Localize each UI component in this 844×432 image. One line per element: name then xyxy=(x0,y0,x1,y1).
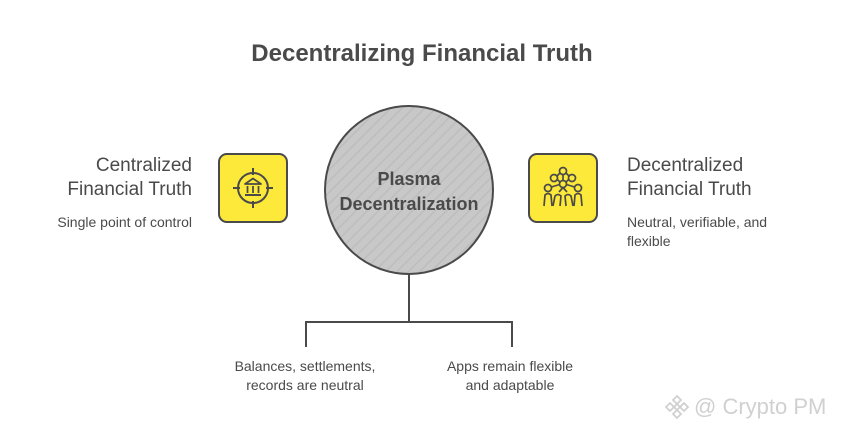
center-label-line2: Decentralization xyxy=(339,194,479,214)
branch-label-neutral-records: Balances, settlements, records are neutr… xyxy=(215,357,395,395)
branch-left-line1: Balances, settlements, xyxy=(234,358,376,374)
branch-right-line1: Apps remain flexible xyxy=(446,358,574,374)
center-label-line1: Plasma xyxy=(377,169,441,189)
binance-logo-icon xyxy=(664,394,690,420)
centralized-icon-box xyxy=(218,153,288,223)
branch-label-flexible-apps: Apps remain flexible and adaptable xyxy=(420,357,600,395)
branch-left-line2: records are neutral xyxy=(246,377,364,393)
decentralized-icon-box xyxy=(528,153,598,223)
decentralized-title-line1: Decentralized xyxy=(627,155,744,176)
center-label: Plasma Decentralization xyxy=(320,167,498,217)
decentralized-description-line2: flexible xyxy=(627,233,671,249)
branch-right-line2: and adaptable xyxy=(465,377,555,393)
bank-target-icon xyxy=(233,168,273,208)
centralized-title: Centralized Financial Truth xyxy=(20,154,192,202)
network-people-icon xyxy=(543,166,583,207)
decentralized-description-line1: Neutral, verifiable, and xyxy=(627,214,768,230)
centralized-title-line2: Financial Truth xyxy=(67,179,192,200)
decentralized-title-line2: Financial Truth xyxy=(627,179,752,200)
centralized-description: Single point of control xyxy=(57,214,192,230)
decentralized-description: Neutral, verifiable, and flexible xyxy=(627,213,817,251)
decentralized-title: Decentralized Financial Truth xyxy=(627,154,827,202)
centralized-title-line1: Centralized xyxy=(95,155,192,176)
watermark: @ Crypto PM xyxy=(664,392,826,422)
watermark-text: @ Crypto PM xyxy=(694,394,827,419)
diagram-title: Decentralizing Financial Truth xyxy=(251,40,593,67)
